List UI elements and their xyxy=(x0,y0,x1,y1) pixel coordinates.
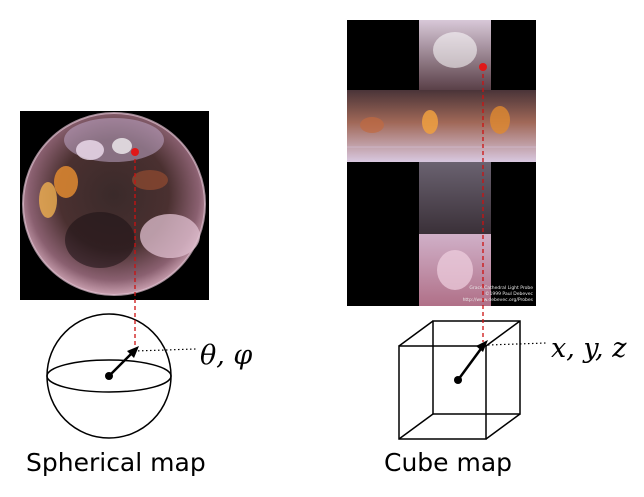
cube-label-leader xyxy=(487,342,547,346)
spherical-map-caption: Spherical map xyxy=(26,448,206,477)
svg-text:http://www.debevec.org/Probes: http://www.debevec.org/Probes xyxy=(463,297,534,303)
photo-credit: Grace Cathedral Light Probe ©1999 Paul D… xyxy=(463,285,534,303)
cube-arrow-head xyxy=(476,340,488,352)
sphere-guide xyxy=(131,148,139,348)
cube-diagram xyxy=(398,320,547,440)
sphere-coord-label: θ, φ xyxy=(200,340,252,371)
cube-guide xyxy=(479,63,487,342)
sphere-direction-arrow xyxy=(108,350,135,377)
svg-text:Grace Cathedral Light Probe: Grace Cathedral Light Probe xyxy=(469,285,533,291)
cube-center-dot xyxy=(454,376,462,384)
svg-text:©1999 Paul Debevec: ©1999 Paul Debevec xyxy=(485,290,533,297)
cube-sample-point xyxy=(479,63,487,71)
sphere-equator xyxy=(46,359,172,393)
cube-front-face xyxy=(398,345,487,440)
cube-map-caption: Cube map xyxy=(384,448,513,477)
spherical-probe-image xyxy=(20,111,209,300)
cube-coord-label: x, y, z xyxy=(551,333,627,364)
face-bottom xyxy=(419,162,491,234)
cubemap-cross-image: Grace Cathedral Light Probe ©1999 Paul D… xyxy=(347,20,536,306)
cube-back-face xyxy=(432,320,521,415)
sphere-center-dot xyxy=(105,372,113,380)
cube-direction-arrow xyxy=(456,345,485,381)
sphere-sample-point xyxy=(131,148,139,156)
sphere-diagram xyxy=(46,313,197,439)
sphere-arrow-head xyxy=(127,346,139,358)
